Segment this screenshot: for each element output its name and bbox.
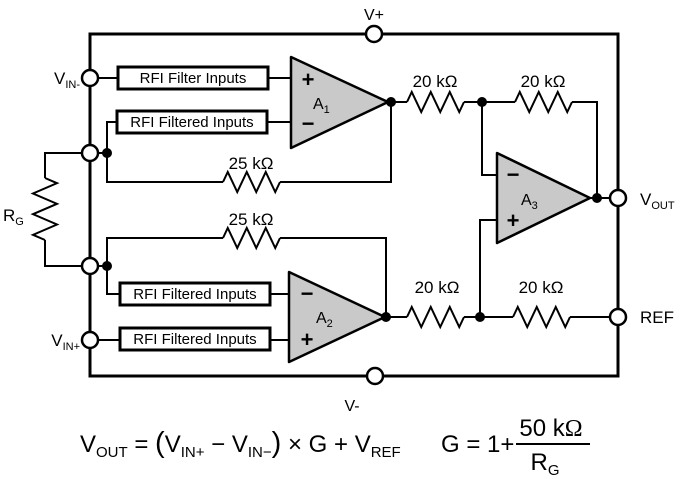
junction-rg-bottom bbox=[102, 261, 112, 271]
vminus-terminal bbox=[365, 366, 385, 386]
op-amp-a1: + A1 − bbox=[289, 55, 390, 150]
junction-rg-top bbox=[102, 148, 112, 158]
op-amp-a2: − A2 + bbox=[287, 270, 387, 364]
junction-a3-output bbox=[592, 193, 602, 203]
gain-equation-numerator: 50 kΩ bbox=[519, 415, 582, 442]
a2-plus-input-sign: + bbox=[301, 327, 314, 352]
a2-minus-input-sign: − bbox=[301, 281, 314, 306]
junction-dots bbox=[102, 97, 602, 322]
pin-terminals bbox=[80, 24, 628, 386]
resistor-25k-a1-label: 25 kΩ bbox=[229, 154, 274, 173]
vplus-terminal bbox=[364, 24, 384, 44]
gain-equation-lhs: G = 1+ bbox=[441, 431, 514, 458]
ref-terminal bbox=[608, 307, 628, 327]
a3-minus-input-sign: − bbox=[507, 162, 520, 187]
wire-node-to-a3-plus bbox=[479, 219, 497, 317]
junction-a1-output bbox=[386, 97, 396, 107]
rfi-box-1-label: RFI Filter Inputs bbox=[140, 70, 247, 87]
vminus-label: V- bbox=[344, 398, 359, 415]
vin-plus-label: VIN+ bbox=[51, 331, 80, 353]
resistor-20k-3-label: 20 kΩ bbox=[415, 278, 460, 297]
resistor-20k-1-label: 20 kΩ bbox=[413, 72, 458, 91]
rg-top-terminal bbox=[80, 143, 100, 163]
rg-resistor bbox=[30, 177, 60, 241]
rfi-box-2-label: RFI Filtered Inputs bbox=[130, 114, 253, 131]
resistor-20k-4-label: 20 kΩ bbox=[519, 278, 564, 297]
resistor-20k-4 bbox=[512, 304, 571, 330]
resistor-20k-2 bbox=[514, 89, 573, 115]
wire-a2-feedback bbox=[106, 237, 387, 317]
resistor-20k-3 bbox=[406, 304, 465, 330]
op-amp-a2-body bbox=[287, 270, 387, 364]
resistor-20k-2-label: 20 kΩ bbox=[521, 72, 566, 91]
ref-label: REF bbox=[640, 308, 674, 327]
wire-a1-feedback bbox=[106, 102, 392, 183]
a1-name: A1 bbox=[313, 96, 330, 116]
a2-name: A2 bbox=[316, 310, 333, 330]
wire-node-to-a3-minus bbox=[481, 102, 497, 176]
rfi-box-2 bbox=[115, 109, 269, 135]
junction-a2-output bbox=[381, 312, 391, 322]
rfi-box-3-label: RFI Filtered Inputs bbox=[133, 286, 256, 303]
vin-minus-terminal bbox=[80, 68, 100, 88]
wires bbox=[44, 77, 610, 341]
rg-label: RG bbox=[3, 206, 24, 228]
resistor-25k-a1 bbox=[222, 169, 281, 195]
output-equation: VOUT = (VIN+ − VIN−) × G + VREF bbox=[80, 427, 401, 461]
wire-rg-external bbox=[44, 152, 82, 267]
a3-name: A3 bbox=[521, 192, 538, 212]
junction-a3-minus-node bbox=[477, 97, 487, 107]
gain-equation: G = 1+ 50 kΩ RG bbox=[441, 415, 590, 479]
a3-plus-input-sign: + bbox=[507, 208, 520, 233]
vin-plus-terminal bbox=[80, 330, 100, 350]
op-amp-a1-body bbox=[289, 55, 390, 150]
rg-bottom-terminal bbox=[80, 256, 100, 276]
op-amp-a3-body bbox=[495, 151, 592, 245]
op-amp-a3: − A3 + bbox=[495, 151, 592, 245]
vout-label: VOUT bbox=[640, 190, 675, 212]
a1-minus-input-sign: − bbox=[302, 111, 315, 136]
rfi-filter-boxes: RFI Filter Inputs RFI Filtered Inputs RF… bbox=[115, 65, 272, 352]
vplus-label: V+ bbox=[364, 7, 384, 24]
resistor-20k-1 bbox=[406, 89, 465, 115]
rfi-box-1 bbox=[116, 65, 270, 91]
a1-plus-input-sign: + bbox=[302, 67, 315, 92]
gain-equation-denominator: RG bbox=[530, 449, 559, 479]
junction-a3-plus-node bbox=[475, 312, 485, 322]
resistor-25k-a2-label: 25 kΩ bbox=[229, 210, 274, 229]
rfi-box-4-label: RFI Filtered Inputs bbox=[133, 331, 256, 348]
resistor-25k-a2 bbox=[222, 225, 281, 251]
wire-top-resistor-row bbox=[391, 101, 598, 198]
rfi-box-4 bbox=[118, 326, 272, 352]
resistors bbox=[30, 89, 573, 330]
rfi-box-3 bbox=[118, 281, 272, 307]
vout-terminal bbox=[608, 188, 628, 208]
vin-minus-label: VIN- bbox=[54, 69, 80, 91]
